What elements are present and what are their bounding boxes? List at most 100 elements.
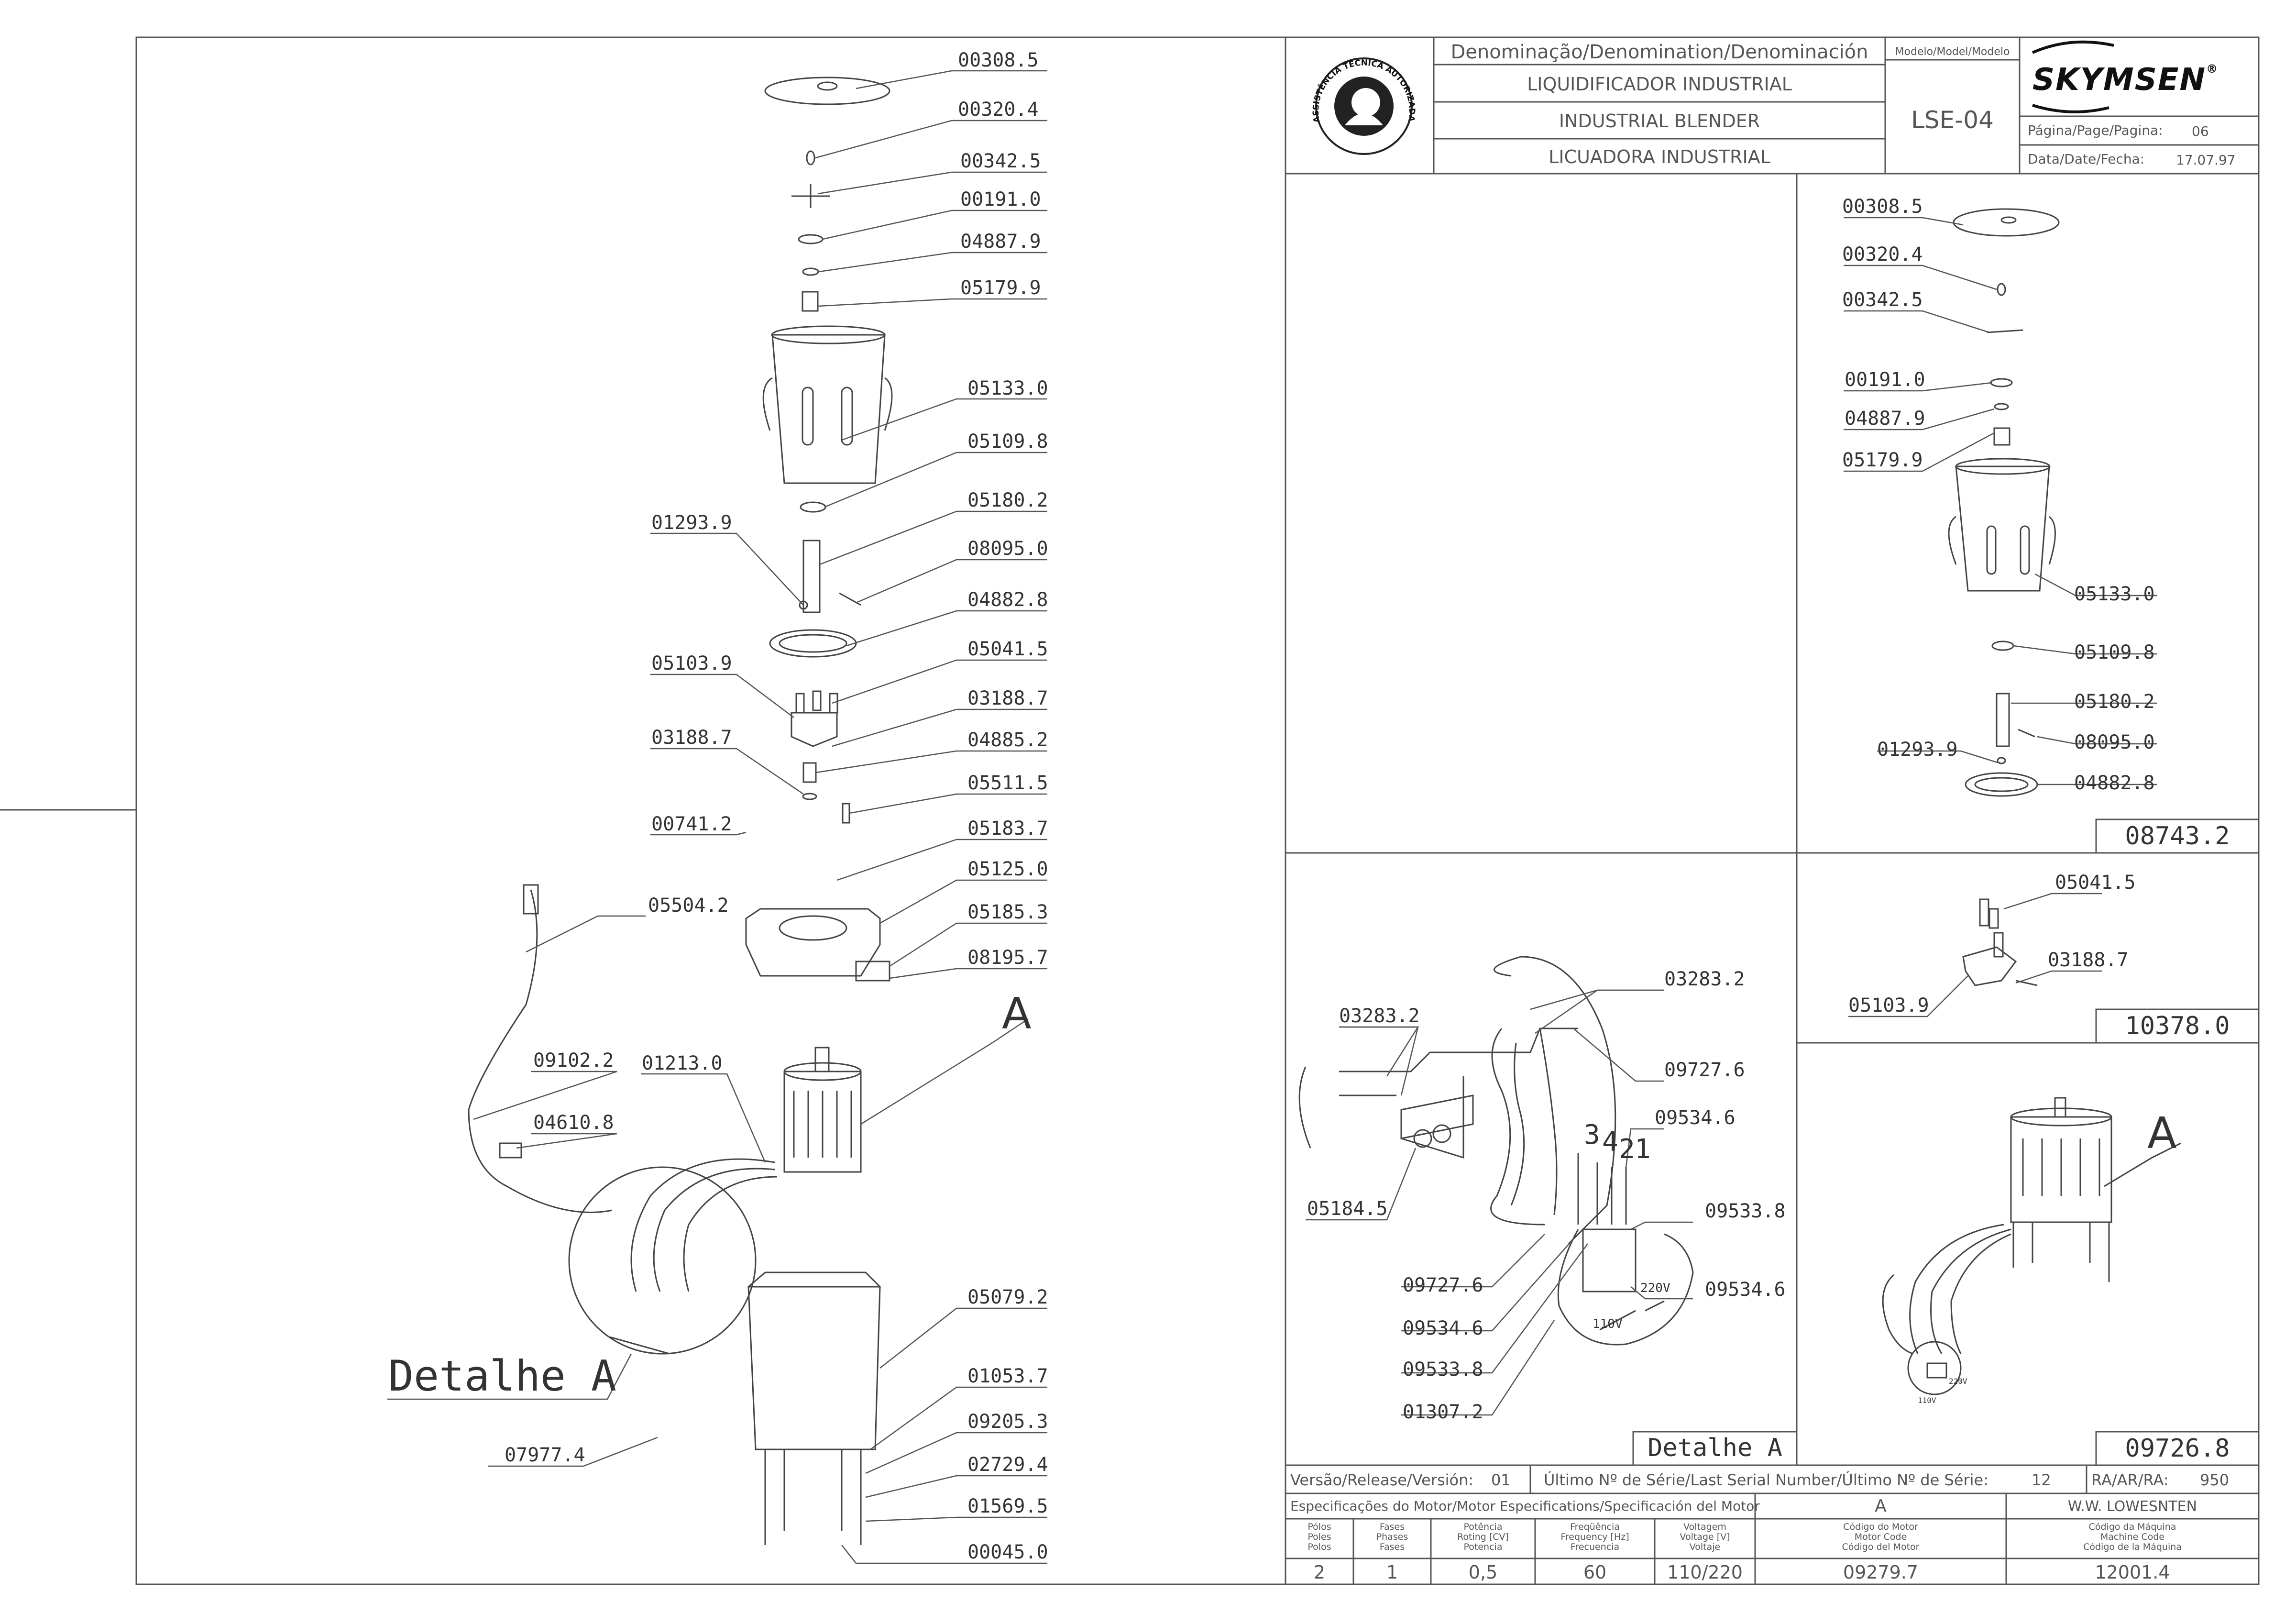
motor-maker: W.W. LOWESNTEN — [2067, 1498, 2197, 1515]
part-label: 02729.4 — [967, 1454, 1048, 1476]
ra-value: 950 — [2200, 1471, 2230, 1489]
terminal-number: 2 — [1619, 1134, 1635, 1165]
part-label: 01293.9 — [651, 512, 732, 534]
terminal-number: 4 — [1602, 1127, 1618, 1158]
part-label: 09534.6 — [1655, 1107, 1736, 1129]
part-label: 04885.2 — [967, 729, 1048, 751]
part-label: 04610.8 — [533, 1112, 614, 1134]
terminal-number: 3 — [1584, 1119, 1600, 1150]
part-label: 04887.9 — [1845, 408, 1925, 430]
serial-label: Último Nº de Série/Last Serial Number/Úl… — [1544, 1471, 1988, 1489]
part-label: 00320.4 — [958, 99, 1039, 121]
part-label: 05133.0 — [2074, 583, 2155, 605]
motor-code-letter: A — [1875, 1496, 1887, 1516]
part-label: 08195.7 — [967, 947, 1048, 969]
part-label: 05079.2 — [967, 1286, 1048, 1308]
part-label: 03188.7 — [967, 687, 1048, 709]
spec-value-machine-code: 12001.4 — [2095, 1562, 2170, 1583]
part-label: 05103.9 — [651, 652, 732, 674]
part-label: 09533.8 — [1403, 1359, 1483, 1381]
part-label: 09534.6 — [1403, 1317, 1483, 1339]
part-label: 07977.4 — [505, 1444, 585, 1466]
date-label: Data/Date/Fecha: — [2028, 151, 2145, 167]
part-label: 01213.0 — [642, 1052, 723, 1074]
part-label: 05109.8 — [2074, 641, 2155, 663]
part-label: 08095.0 — [967, 538, 1048, 560]
part-label: 09205.3 — [967, 1411, 1048, 1433]
name-en: INDUSTRIAL BLENDER — [1559, 110, 1760, 132]
part-label: 00342.5 — [960, 150, 1041, 172]
part-label: 05185.3 — [967, 901, 1048, 923]
part-label: 08095.0 — [2074, 731, 2155, 753]
part-label: 01053.7 — [967, 1365, 1048, 1387]
part-label: 05041.5 — [967, 638, 1048, 660]
part-label: 09533.8 — [1705, 1200, 1786, 1222]
serial-value: 12 — [2032, 1471, 2051, 1489]
page-value: 06 — [2192, 123, 2209, 139]
terminal-number: 1 — [1635, 1134, 1651, 1165]
volt-label: 110V — [1918, 1396, 1936, 1405]
date-value: 17.07.97 — [2176, 152, 2236, 168]
detail-a-title: Detalhe A — [388, 1351, 616, 1401]
volt-label: 220V — [1640, 1281, 1670, 1295]
brand-logo: SKYMSEN® — [2032, 62, 2219, 98]
spec-value-poles: 2 — [1313, 1562, 1326, 1583]
part-label: 03283.2 — [1664, 968, 1745, 990]
motor-assembly-code: 09726.8 — [2125, 1434, 2230, 1463]
section-letter-a: A — [1002, 989, 1032, 1039]
part-label: 05504.2 — [648, 895, 729, 917]
part-label: 05133.0 — [967, 377, 1048, 399]
part-label: 05125.0 — [967, 858, 1048, 880]
part-label: 09727.6 — [1403, 1274, 1483, 1296]
spec-value-motor-code: 09279.7 — [1843, 1562, 1919, 1583]
spec-value-power: 0,5 — [1468, 1562, 1498, 1583]
part-label: 05180.2 — [967, 489, 1048, 511]
spec-value-frequency: 60 — [1583, 1562, 1607, 1583]
part-label: 00191.0 — [1845, 369, 1925, 391]
part-label: 00308.5 — [1842, 196, 1923, 218]
part-label: 05179.9 — [1842, 449, 1923, 471]
part-label: 09727.6 — [1664, 1059, 1745, 1081]
volt-label: 220V — [1949, 1377, 1967, 1386]
part-label: 01307.2 — [1403, 1401, 1483, 1423]
spec-value-voltage: 110/220 — [1667, 1562, 1743, 1583]
motor-spec-label: Especificações do Motor/Motor Especifica… — [1290, 1498, 1760, 1514]
part-label: 05109.8 — [967, 431, 1048, 453]
model-header: Modelo/Model/Modelo — [1895, 46, 2010, 58]
part-label: 03283.2 — [1339, 1005, 1420, 1027]
part-label: 00191.0 — [960, 188, 1041, 210]
volt-label: 110V — [1593, 1317, 1623, 1331]
part-label: 05511.5 — [967, 772, 1048, 794]
part-label: 00342.5 — [1842, 289, 1923, 311]
part-label: 04882.8 — [967, 589, 1048, 611]
part-label: 03188.7 — [651, 727, 732, 749]
part-label: 00741.2 — [651, 813, 732, 835]
part-label: 05180.2 — [2074, 691, 2155, 713]
drawing-frame — [135, 36, 2260, 1585]
coupling-assembly-code: 10378.0 — [2125, 1012, 2230, 1040]
model-value: LSE-04 — [1911, 106, 1994, 134]
ra-label: RA/AR/RA: — [2091, 1471, 2169, 1489]
name-pt: LIQUIDIFICADOR INDUSTRIAL — [1527, 74, 1792, 95]
part-label: 05041.5 — [2055, 872, 2136, 894]
part-label: 04887.9 — [960, 231, 1041, 253]
part-label: 03188.7 — [2048, 949, 2129, 971]
page-label: Página/Page/Pagina: — [2028, 122, 2163, 138]
part-label: 00308.5 — [958, 49, 1039, 71]
authorized-service-seal: ASSISTÊNCIA TÉCNICA AUTORIZADA — [1311, 57, 1417, 155]
part-label: 00045.0 — [967, 1541, 1048, 1563]
jar-assembly-code: 08743.2 — [2125, 822, 2230, 851]
name-es: LICUADORA INDUSTRIAL — [1549, 146, 1770, 167]
part-label: 05184.5 — [1307, 1198, 1388, 1220]
part-label: 04882.8 — [2074, 772, 2155, 794]
part-label: 01293.9 — [1877, 739, 1958, 761]
spec-value-phases: 1 — [1386, 1562, 1398, 1583]
version-label: Versão/Release/Versión: — [1290, 1471, 1474, 1489]
